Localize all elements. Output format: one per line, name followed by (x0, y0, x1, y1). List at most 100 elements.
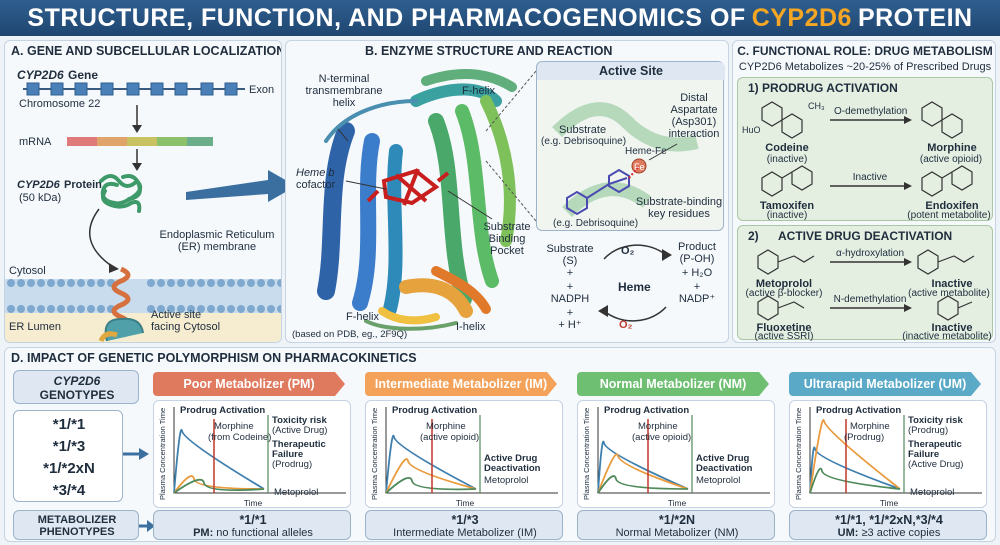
annot-0-0-note: (Active Drug) (272, 425, 328, 436)
reaction-substrate-2: (S) (562, 255, 578, 267)
phenotype-genotype-um: *1/*1, *1/*2xN,*3/*4 (835, 513, 943, 527)
annot-1-0-bold2: Deactivation (484, 463, 541, 474)
chart-pm: Plasma Concentration Time Prodrug Activa… (153, 400, 351, 508)
reaction-nadph: NADPH (550, 293, 590, 305)
prodrug-label-um: Prodrug Activation (816, 405, 902, 416)
morphine-label-um: Morphine (850, 421, 890, 432)
morphine-label-im: Morphine (426, 421, 466, 432)
genotype-0: *1/*1 (52, 416, 86, 433)
reaction-hplus: + H⁺ (558, 319, 582, 331)
exon-blocks (26, 82, 238, 96)
codeine-name: Codeine (765, 142, 809, 154)
label-pocket-3: Pocket (490, 245, 524, 257)
axes (597, 407, 770, 494)
chart-um: Plasma Concentration Time Prodrug Activa… (789, 400, 987, 508)
fluoxetine-product: Inactive (931, 322, 973, 334)
phenotype-genotype-im: *1/*3 (451, 513, 479, 527)
codeine-ch3: CH₃ (808, 101, 825, 111)
exon-label: Exon (249, 84, 275, 96)
deactivation-title: ACTIVE DRUG DEACTIVATION (778, 229, 953, 243)
phenotype-pm: *1/*1 PM: no functional alleles (153, 510, 351, 540)
inset-substrate-1: Substrate (559, 124, 607, 136)
curves-um (809, 407, 982, 494)
inset-distal-1: Distal (680, 92, 708, 104)
inset-key-1: Substrate-binding (635, 196, 723, 208)
er-label-1: Endoplasmic Reticulum (159, 229, 275, 241)
reaction-product-1: Product (678, 241, 716, 253)
genotypes-list: *1/*1 *1/*3 *1/*2xN *3/*4 (13, 410, 123, 502)
inset-eg: (e.g. Debrisoquine) (553, 218, 639, 229)
page-title-banner: STRUCTURE, FUNCTION, AND PHARMACOGENOMIC… (0, 0, 1000, 36)
active-site-label-2: facing Cytosol (151, 321, 221, 333)
xaxis-nm: Time (667, 498, 687, 508)
genotype-1: *1/*3 (52, 438, 86, 455)
genotypes-label-box: CYP2D6 GENOTYPES (13, 370, 139, 404)
annot-3-1-note: (Active Drug) (908, 459, 964, 470)
annot-0-0-bold: Toxicity risk (272, 415, 327, 426)
reaction-plus-1: + (566, 267, 574, 279)
panel-c-title: C. FUNCTIONAL ROLE: DRUG METABOLISM (737, 44, 993, 58)
curves-pm (173, 407, 346, 494)
phenotype-prefix-um: UM: (837, 527, 859, 539)
label-pdb: (based on PDB, eg., 2F9Q) (292, 329, 408, 340)
drug-deactivation-box: 2) ACTIVE DRUG DEACTIVATION α-hydroxylat… (737, 225, 993, 342)
panel-b-title: B. ENZYME STRUCTURE AND REACTION (365, 44, 613, 58)
metoprolol-curve (385, 477, 477, 494)
phenotype-genotype-nm: *1/*2N (658, 513, 696, 527)
reaction-product-2: (P-OH) (679, 253, 715, 265)
morphine-curve (597, 453, 689, 494)
phenotype-genotype-pm: *1/*1 (239, 513, 267, 527)
title-highlight: CYP2D6 (751, 3, 852, 32)
curves-nm (597, 407, 770, 494)
endoxifen-name: Endoxifen (925, 200, 979, 212)
panel-a-title: A. GENE AND SUBCELLULAR LOCALIZATION (11, 44, 282, 58)
prodrug-structures (761, 101, 973, 197)
genotypes-label-2: GENOTYPES (39, 388, 115, 402)
xaxis-im: Time (455, 498, 475, 508)
header-um: Ultrarapid Metabolizer (UM) (789, 372, 981, 396)
prodrug-label-nm: Prodrug Activation (604, 405, 690, 416)
yaxis-nm: Plasma Concentration Time (582, 407, 591, 500)
title-post: PROTEIN (857, 3, 973, 32)
cytosol-label: Cytosol (9, 265, 46, 277)
title-pre: STRUCTURE, FUNCTION, AND PHARMACOGENOMIC… (27, 3, 746, 32)
tamoxifen-arrow: Inactive (852, 172, 888, 183)
annot-1-0-bold: Active Drug (484, 453, 538, 464)
endoxifen-note: (potent metabolite) (907, 210, 991, 221)
metoprolol-curve (173, 478, 265, 494)
phenotype-desc-im: Intermediate Metabolizer (IM) (393, 527, 537, 539)
annot-3-0-note: (Prodrug) (908, 425, 949, 436)
panel-polymorphism-impact: D. IMPACT OF GENETIC POLYMORPHISM ON PHA… (4, 347, 996, 542)
chart-im: Plasma Concentration Time Prodrug Activa… (365, 400, 563, 508)
protein-blob (99, 174, 143, 213)
label-pocket-2: Binding (488, 233, 526, 245)
protein-name: CYP2D6 (17, 179, 60, 191)
yaxis-pm: Plasma Concentration Time (158, 407, 167, 500)
morphine-curve (385, 458, 477, 494)
label-f-helix-bottom: F-helix (346, 311, 380, 323)
phenotypes-label-2: PHENOTYPES (39, 526, 115, 538)
reaction-h2o: + H₂O (681, 267, 713, 279)
phenotype-nm: *1/*2N Normal Metabolizer (NM) (577, 510, 775, 540)
prodrug-activation-box: 1) PRODRUG ACTIVATION CH₃ HuO O-demethyl… (737, 77, 993, 221)
morphine-note-im: (active opioid) (420, 432, 480, 443)
reaction-plus-2: + (566, 281, 574, 293)
er-lumen-label: ER Lumen (9, 321, 61, 333)
codeine-note: (inactive) (766, 154, 808, 165)
inset-distal-3: (Asp301) (671, 116, 717, 128)
heme-cofactor (366, 168, 450, 206)
deactivation-num: 2) (748, 229, 759, 243)
chart-nm: Plasma Concentration Time Prodrug Activa… (577, 400, 775, 508)
panel-drug-metabolism: C. FUNCTIONAL ROLE: DRUG METABOLISM CYP2… (732, 40, 996, 343)
morphine-note: (active opioid) (919, 154, 983, 165)
reaction-nadp: NADP⁺ (678, 293, 716, 305)
annot-0-1-bold: Therapeutic (272, 439, 326, 450)
inset-substrate-2: (e.g. Debrisoquine) (541, 136, 627, 147)
label-i-helix: I-helix (456, 321, 486, 333)
xaxis-um: Time (879, 498, 899, 508)
phenotype-prefix-pm: PM: (193, 527, 214, 539)
codeine-arrow: O-demethylation (834, 106, 908, 117)
prodrug-curve (385, 434, 477, 494)
mrna-label: mRNA (19, 136, 52, 148)
header-im: Intermediate Metabolizer (IM) (365, 372, 557, 396)
